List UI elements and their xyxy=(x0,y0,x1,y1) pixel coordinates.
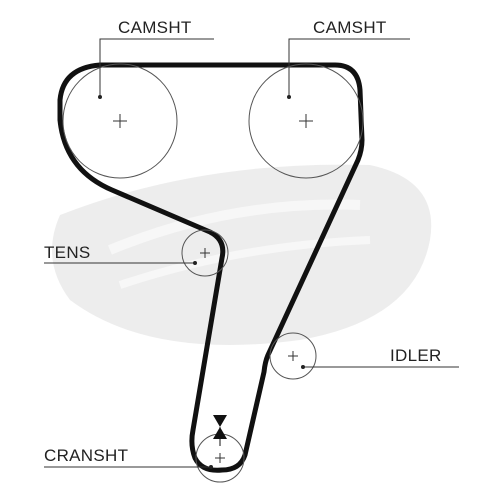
label-idler: IDLER xyxy=(390,346,442,365)
leader-camshaft-right xyxy=(288,38,410,97)
leader-dot-idler xyxy=(301,365,305,369)
camshaft-right-pulley xyxy=(248,63,364,179)
leader-dot-camshaft-right xyxy=(287,95,291,99)
idler-pulley xyxy=(269,332,317,380)
watermark-logo-icon xyxy=(52,164,432,345)
camshaft-left-pulley xyxy=(62,63,178,179)
label-camshaft-right: CAMSHT xyxy=(313,18,387,37)
label-crankshaft: CRANSHT xyxy=(44,446,128,465)
tensioner-pulley xyxy=(181,229,229,277)
timing-mark-icon xyxy=(213,415,227,446)
label-tensioner: TENS xyxy=(44,243,91,262)
leader-camshaft-left xyxy=(99,38,214,97)
leader-dot-crankshaft xyxy=(209,465,213,469)
leader-dot-tensioner xyxy=(193,261,197,265)
label-camshaft-left: CAMSHT xyxy=(118,18,192,37)
leader-dot-camshaft-left xyxy=(98,95,102,99)
